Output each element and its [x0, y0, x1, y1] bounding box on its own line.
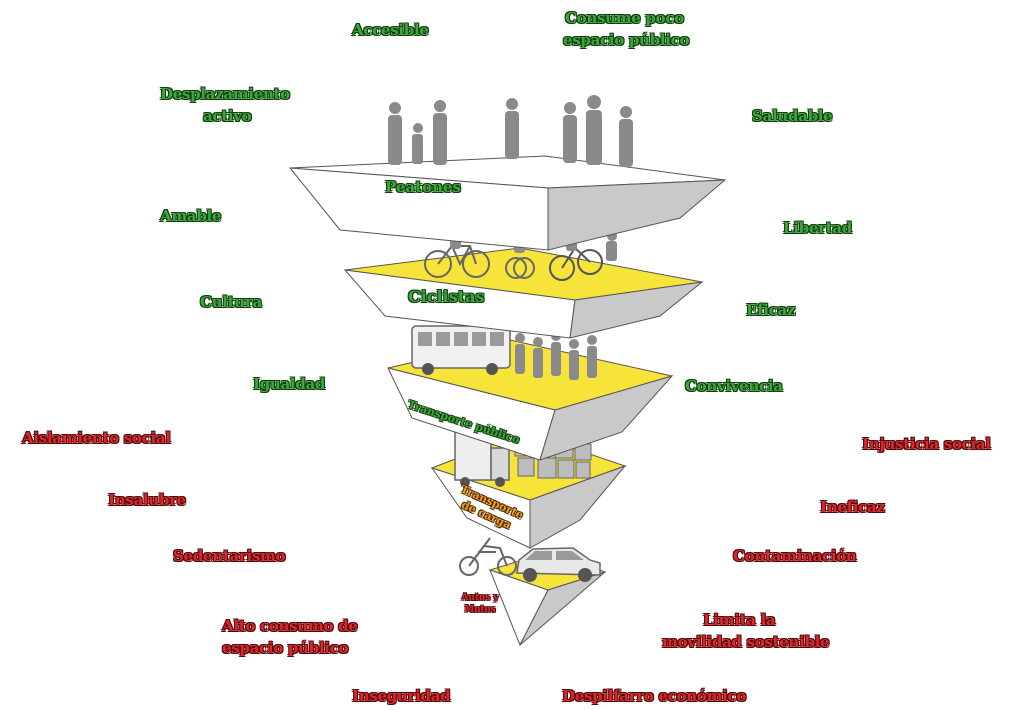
car-icon [516, 547, 601, 582]
attr-ineficaz: Ineficaz [820, 498, 885, 516]
level-ciclistas [343, 221, 704, 339]
level-label-ciclistas: Ciclistas [408, 287, 485, 306]
attr-desplazamiento-line1: Desplazamiento [160, 85, 290, 103]
attr-alto-consumo-line2: espacio público [222, 639, 349, 657]
level-label-autos-motos: Autos y Motos [461, 593, 499, 615]
side-face-peatones [547, 179, 727, 251]
bus-icon [411, 325, 511, 375]
level-label-peatones: Peatones [385, 178, 461, 196]
attr-saludable: Saludable [752, 107, 833, 125]
attr-libertad: Libertad [783, 219, 852, 237]
attr-limita-line1: Limita la [703, 611, 776, 629]
attr-despilfarro-economico: Despilfarro económico [562, 687, 747, 705]
attr-accesible: Accesible [352, 21, 429, 39]
attr-sedentarismo: Sedentarismo [173, 547, 286, 565]
attr-cultura: Cultura [200, 293, 262, 311]
pedestrian-figures [388, 95, 633, 167]
side-face-carga [529, 464, 627, 549]
attr-alto-consumo-line1: Alto consumo de [222, 617, 358, 635]
side-face-ciclistas [569, 281, 704, 339]
motorcycle-icon [459, 537, 517, 576]
attr-igualdad: Igualdad [253, 375, 326, 393]
attr-amable: Amable [160, 207, 222, 225]
attr-eficaz: Eficaz [746, 301, 796, 319]
attr-convivencia: Convivencia [685, 377, 783, 395]
attr-aislamiento-social: Aislamiento social [22, 429, 171, 447]
attr-limita-line2: movilidad sostenible [662, 633, 830, 651]
bicycle-icon [505, 257, 535, 279]
side-face-autos [519, 571, 606, 646]
level-autos-motos [459, 537, 607, 647]
attr-injusticia-social: Injusticia social [862, 435, 991, 453]
side-face-publico [539, 375, 674, 461]
attr-contaminacion: Contaminación [733, 547, 857, 565]
attr-consume-poco-line2: espacio público [563, 31, 690, 49]
attr-consume-poco-line1: Consume poco [565, 9, 684, 27]
attr-inseguridad: Inseguridad [352, 687, 451, 705]
level-peatones [288, 95, 727, 251]
attr-desplazamiento-line2: activo [203, 107, 252, 125]
attr-insalubre: Insalubre [108, 491, 186, 509]
level-transporte-publico [387, 325, 674, 461]
